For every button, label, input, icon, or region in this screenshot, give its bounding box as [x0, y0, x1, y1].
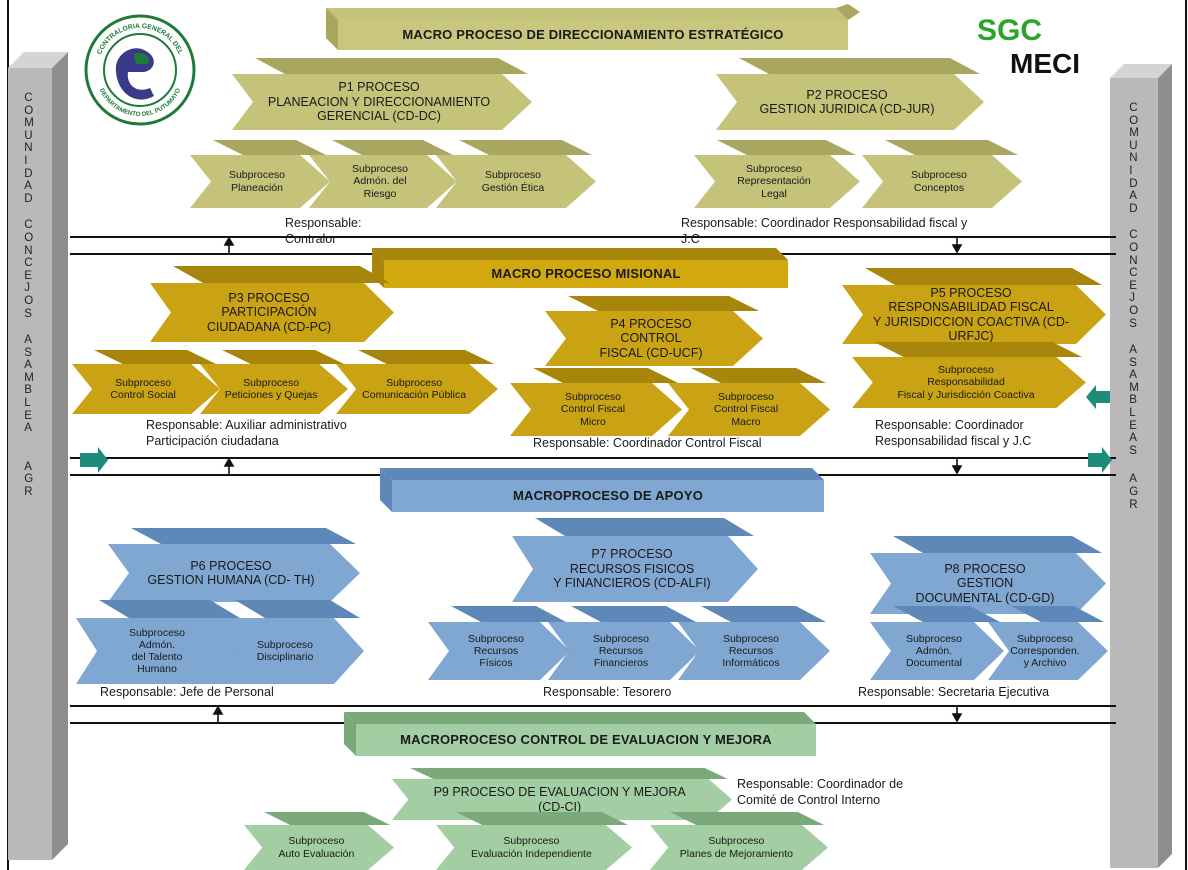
- logo-seal: CONTRALORIA GENERAL DEL DEPARTAMENTO DEL…: [84, 14, 196, 126]
- sgc-label: SGC: [977, 14, 1043, 47]
- subprocess-s4: Subproceso Representación Legal: [694, 140, 860, 208]
- subprocess-label-s7: Subproceso Peticiones y Quejas: [224, 376, 318, 401]
- process-label-p1: P1 PROCESO PLANEACION Y DIRECCIONAMIENTO…: [267, 80, 491, 124]
- macro-estrategico-title: MACRO PROCESO DE DIRECCIONAMIENTO ESTRAT…: [402, 26, 784, 42]
- subprocess-label-s17: Subproceso Admón. Documental: [905, 632, 963, 670]
- process-label-p6: P6 PROCESO GESTION HUMANA (CD- TH): [147, 558, 315, 587]
- responsable-p6: Responsable: Jefe de Personal: [100, 685, 274, 699]
- responsable-p3: Responsable: Auxiliar administrativo Par…: [146, 418, 347, 448]
- subprocess-s2: Subproceso Admón. del Riesgo: [309, 140, 457, 208]
- subprocess-s18: Subproceso Corresponden. y Archivo: [988, 606, 1108, 680]
- subprocess-s5: Subproceso Conceptos: [862, 140, 1022, 208]
- macro-misional-title: MACRO PROCESO MISIONAL: [491, 265, 681, 281]
- subprocess-label-s3: Subproceso Gestión Ética: [481, 169, 545, 194]
- macro-control-title: MACROPROCESO CONTROL DE EVALUACION Y MEJ…: [400, 731, 772, 747]
- side-right-text: COMUNIDADCOMUNIDADCONCEJOSCONCEJOSASAMBL…: [1120, 102, 1148, 511]
- subprocess-label-s12: Subproceso Admón. del Talento Humano: [128, 626, 186, 676]
- connector-line: [70, 457, 1116, 459]
- responsable-p8: Responsable: Secretaria Ejecutiva: [858, 685, 1050, 699]
- subprocess-s15: Subproceso Recursos Financieros: [548, 606, 700, 680]
- subprocess-s20: Subproceso Evaluación Independiente: [436, 812, 632, 870]
- process-p6: P6 PROCESO GESTION HUMANA (CD- TH): [108, 528, 360, 602]
- side-bar-left: [8, 52, 68, 860]
- side-bar-right: [1110, 64, 1172, 868]
- subprocess-s16: Subproceso Recursos Informáticos: [678, 606, 830, 680]
- subprocess-s12: Subproceso Admón. del Talento Humano: [76, 600, 244, 684]
- responsable-p7: Responsable: Tesorero: [543, 685, 672, 699]
- connector-line: [70, 236, 1116, 238]
- subprocess-label-s19: Subproceso Auto Evaluación: [278, 835, 355, 860]
- subprocess-label-s5: Subproceso Conceptos: [910, 169, 968, 194]
- subprocess-label-s21: Subproceso Planes de Mejoramiento: [679, 835, 793, 860]
- subprocess-label-s9: Subproceso Control Fiscal Micro: [560, 391, 626, 428]
- responsable-p9: Responsable: Coordinador de Comité de Co…: [737, 777, 904, 807]
- process-p9: P9 PROCESO DE EVALUACION Y MEJORA (CD-CI…: [392, 768, 732, 820]
- subprocess-label-s16: Subproceso Recursos Informáticos: [722, 632, 780, 670]
- process-label-p9: P9 PROCESO DE EVALUACION Y MEJORA (CD-CI…: [433, 785, 686, 814]
- process-p1: P1 PROCESO PLANEACION Y DIRECCIONAMIENTO…: [232, 58, 532, 130]
- process-label-p2: P2 PROCESO GESTION JURIDICA (CD-JUR): [759, 87, 935, 116]
- subprocess-label-s10: Subproceso Control Fiscal Macro: [713, 391, 779, 428]
- subprocess-s10: Subproceso Control Fiscal Macro: [668, 368, 830, 436]
- process-p7: P7 PROCESO RECURSOS FISICOS Y FINANCIERO…: [512, 518, 758, 602]
- responsable-p4: Responsable: Coordinador Control Fiscal: [533, 436, 762, 450]
- subprocess-label-s14: Subproceso Recursos Físicos: [467, 632, 525, 670]
- responsable-p2: Responsable: Coordinador Responsabilidad…: [681, 216, 968, 246]
- process-p5: P5 PROCESO RESPONSABILIDAD FISCAL Y JURI…: [842, 268, 1106, 344]
- process-label-p7: P7 PROCESO RECURSOS FISICOS Y FINANCIERO…: [553, 547, 711, 591]
- subprocess-label-s1: Subproceso Planeación: [228, 169, 286, 194]
- subprocess-s8: Subproceso Comunicación Pública: [336, 350, 498, 414]
- process-label-p5: P5 PROCESO RESPONSABILIDAD FISCAL Y JURI…: [872, 285, 1070, 343]
- process-p3: P3 PROCESO PARTICIPACIÓN CIUDADANA (CD-P…: [150, 266, 394, 342]
- subprocess-s11: Subproceso Responsabilidad Fiscal y Juri…: [852, 342, 1086, 408]
- subprocess-label-s13: Subproceso Disciplinario: [256, 638, 314, 663]
- connector-line: [70, 705, 1116, 707]
- process-p2: P2 PROCESO GESTION JURIDICA (CD-JUR): [716, 58, 984, 130]
- subprocess-s3: Subproceso Gestión Ética: [436, 140, 596, 208]
- subprocess-label-s18: Subproceso Corresponden. y Archivo: [1010, 632, 1080, 670]
- responsable-p5: Responsable: Coordinador Responsabilidad…: [875, 418, 1032, 448]
- process-label-p3: P3 PROCESO PARTICIPACIÓN CIUDADANA (CD-P…: [206, 290, 332, 334]
- subprocess-label-s6: Subproceso Control Social: [110, 376, 176, 401]
- subprocess-s13: Subproceso Disciplinario: [212, 600, 364, 684]
- side-left-text: COMUNIDADCOMUNIDADCONCEJOSCONCEJOSASAMBL…: [17, 92, 41, 499]
- subprocess-s7: Subproceso Peticiones y Quejas: [200, 350, 348, 414]
- process-label-p8: P8 PROCESO GESTION DOCUMENTAL (CD-GD): [915, 561, 1055, 605]
- subprocess-label-s15: Subproceso Recursos Financieros: [592, 632, 650, 670]
- subprocess-label-s20: Subproceso Evaluación Independiente: [470, 835, 592, 860]
- meci-label: MECI: [1010, 48, 1080, 79]
- process-p4: P4 PROCESO CONTROL FISCAL (CD-UCF): [545, 296, 763, 366]
- subprocess-label-s4: Subproceso Representación Legal: [737, 163, 811, 200]
- subprocess-s9: Subproceso Control Fiscal Micro: [510, 368, 682, 436]
- process-label-p4: P4 PROCESO CONTROL FISCAL (CD-UCF): [599, 316, 703, 360]
- subprocess-s6: Subproceso Control Social: [72, 350, 220, 414]
- process-p8: P8 PROCESO GESTION DOCUMENTAL (CD-GD): [870, 536, 1106, 614]
- subprocess-label-s8: Subproceso Comunicación Pública: [362, 376, 467, 401]
- subprocess-label-s2: Subproceso Admón. del Riesgo: [351, 163, 409, 200]
- subprocess-s19: Subproceso Auto Evaluación: [244, 812, 394, 870]
- subprocess-s21: Subproceso Planes de Mejoramiento: [650, 812, 828, 870]
- subprocess-s1: Subproceso Planeación: [190, 140, 330, 208]
- subprocess-label-s11: Subproceso Responsabilidad Fiscal y Juri…: [897, 364, 1035, 401]
- subprocess-s14: Subproceso Recursos Físicos: [428, 606, 570, 680]
- subprocess-s17: Subproceso Admón. Documental: [870, 606, 1004, 680]
- responsable-p1: Responsable: Contralor: [285, 216, 362, 246]
- macro-apoyo-title: MACROPROCESO DE APOYO: [512, 487, 704, 503]
